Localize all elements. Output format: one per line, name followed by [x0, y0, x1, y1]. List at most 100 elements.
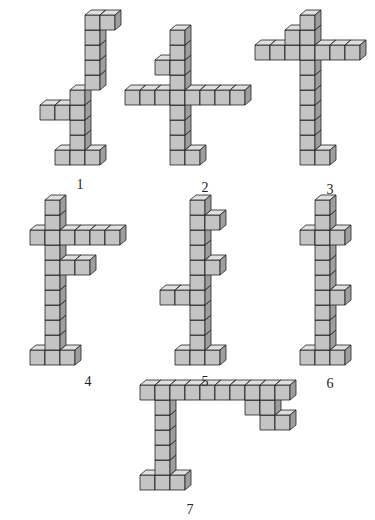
cube-front-face — [140, 475, 155, 490]
cube-front-face — [170, 75, 185, 90]
cube-front-face — [190, 245, 205, 260]
cube-front-face — [155, 90, 170, 105]
cube-front-face — [300, 15, 315, 30]
cube-side-face — [360, 40, 366, 60]
cube-front-face — [205, 350, 220, 365]
cube-front-face — [215, 385, 230, 400]
cube-front-face — [155, 415, 170, 430]
cube-front-face — [275, 385, 290, 400]
cube-front-face — [45, 290, 60, 305]
cube — [330, 225, 351, 245]
cube-front-face — [315, 335, 330, 350]
cube — [100, 10, 121, 30]
cube-front-face — [315, 320, 330, 335]
cube-front-face — [70, 90, 85, 105]
cube-front-face — [300, 45, 315, 60]
cube-side-face — [200, 145, 206, 165]
cube — [190, 195, 211, 215]
cube-front-face — [315, 45, 330, 60]
cube-front-face — [170, 45, 185, 60]
cube — [45, 195, 66, 215]
cube-front-face — [230, 90, 245, 105]
cube-side-face — [345, 345, 351, 365]
cube-front-face — [300, 120, 315, 135]
cube-figure — [300, 195, 351, 365]
cube-front-face — [315, 275, 330, 290]
cube-front-face — [40, 105, 55, 120]
cube-front-face — [55, 150, 70, 165]
cube-front-face — [45, 215, 60, 230]
cube-front-face — [170, 105, 185, 120]
cube-front-face — [330, 290, 345, 305]
cube-front-face — [45, 350, 60, 365]
cube-front-face — [155, 60, 170, 75]
cube-front-face — [170, 385, 185, 400]
cube-figure — [255, 10, 366, 165]
cube-front-face — [300, 230, 315, 245]
cube-figure — [140, 380, 296, 490]
cube-front-face — [270, 45, 285, 60]
cube-side-face — [220, 345, 226, 365]
cube-front-face — [245, 385, 260, 400]
cube-front-face — [70, 120, 85, 135]
cube-front-face — [315, 215, 330, 230]
cube-front-face — [300, 75, 315, 90]
cube-side-face — [115, 10, 121, 30]
cube — [230, 85, 251, 105]
cube-front-face — [275, 415, 290, 430]
cube-front-face — [190, 305, 205, 320]
cube-front-face — [200, 90, 215, 105]
figure-number: 6 — [327, 377, 334, 391]
cube-front-face — [215, 90, 230, 105]
cube-front-face — [205, 260, 220, 275]
cube-front-face — [330, 230, 345, 245]
cube-front-face — [45, 335, 60, 350]
cube-front-face — [155, 475, 170, 490]
cube-figure — [30, 195, 126, 365]
cube-side-face — [290, 410, 296, 430]
cube-side-face — [245, 85, 251, 105]
cube-front-face — [70, 150, 85, 165]
cube-side-face — [185, 25, 191, 45]
cube-front-face — [140, 90, 155, 105]
cube-front-face — [170, 60, 185, 75]
cube-front-face — [190, 275, 205, 290]
cube-front-face — [60, 350, 75, 365]
cube-side-face — [120, 225, 126, 245]
cube-front-face — [100, 15, 115, 30]
figure-number: 4 — [85, 375, 92, 389]
cube — [330, 285, 351, 305]
cube-front-face — [30, 350, 45, 365]
cube-front-face — [315, 150, 330, 165]
cube-front-face — [300, 135, 315, 150]
cube-front-face — [105, 230, 120, 245]
cube-front-face — [260, 415, 275, 430]
cube-front-face — [190, 335, 205, 350]
cube — [315, 195, 336, 215]
cube-front-face — [30, 230, 45, 245]
cube-front-face — [170, 120, 185, 135]
cube-front-face — [45, 245, 60, 260]
cube-front-face — [315, 230, 330, 245]
cube — [345, 40, 366, 60]
cube-front-face — [125, 90, 140, 105]
cube-front-face — [85, 75, 100, 90]
cube-front-face — [185, 385, 200, 400]
cube-front-face — [155, 460, 170, 475]
figure-number: 5 — [202, 375, 209, 389]
cube-front-face — [230, 385, 245, 400]
cube-front-face — [170, 475, 185, 490]
cube-front-face — [45, 275, 60, 290]
cube-side-face — [290, 380, 296, 400]
cube-front-face — [85, 30, 100, 45]
cube-front-face — [185, 90, 200, 105]
cube-front-face — [45, 305, 60, 320]
cube-front-face — [315, 200, 330, 215]
cube-front-face — [155, 385, 170, 400]
cube-figure — [125, 25, 251, 165]
cube-front-face — [260, 400, 275, 415]
cube-front-face — [300, 60, 315, 75]
cube-figure — [40, 10, 121, 165]
